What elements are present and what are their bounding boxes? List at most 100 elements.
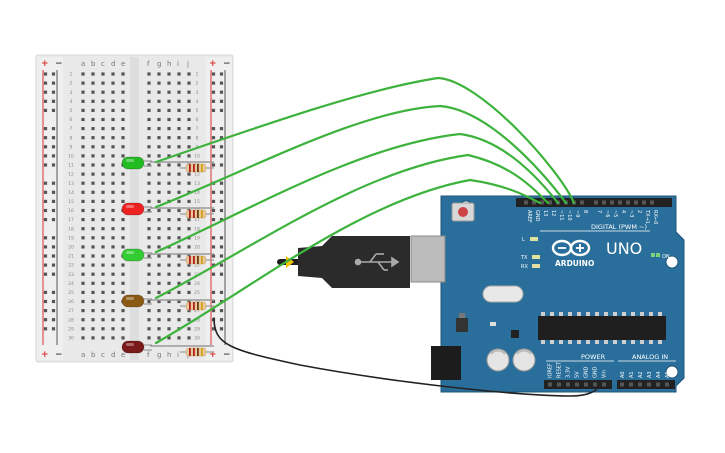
- breadboard-hole[interactable]: [111, 90, 115, 94]
- breadboard-holes[interactable]: [43, 72, 224, 340]
- breadboard-hole[interactable]: [177, 218, 181, 222]
- led-4[interactable]: [121, 294, 145, 308]
- rail-hole[interactable]: [43, 218, 48, 222]
- breadboard-hole[interactable]: [187, 72, 191, 76]
- breadboard-hole[interactable]: [111, 181, 115, 185]
- breadboard-hole[interactable]: [157, 309, 161, 313]
- rail-hole[interactable]: [211, 309, 216, 313]
- breadboard-hole[interactable]: [157, 281, 161, 285]
- breadboard-hole[interactable]: [147, 281, 151, 285]
- breadboard-hole[interactable]: [111, 218, 115, 222]
- rail-hole[interactable]: [43, 208, 48, 213]
- breadboard-hole[interactable]: [121, 72, 125, 76]
- breadboard-hole[interactable]: [81, 199, 85, 203]
- rail-hole[interactable]: [43, 263, 48, 267]
- breadboard-hole[interactable]: [111, 136, 115, 140]
- breadboard-hole[interactable]: [167, 136, 171, 140]
- breadboard-hole[interactable]: [147, 309, 151, 313]
- breadboard-hole[interactable]: [187, 127, 191, 131]
- breadboard-hole[interactable]: [121, 190, 125, 194]
- rail-hole[interactable]: [219, 154, 224, 158]
- rail-hole[interactable]: [51, 245, 56, 249]
- rail-hole[interactable]: [211, 245, 216, 249]
- breadboard-hole[interactable]: [147, 117, 151, 122]
- breadboard-hole[interactable]: [157, 72, 161, 76]
- rail-hole[interactable]: [211, 272, 216, 276]
- breadboard-hole[interactable]: [147, 227, 151, 231]
- breadboard-hole[interactable]: [147, 136, 151, 140]
- breadboard-hole[interactable]: [101, 227, 105, 231]
- breadboard-hole[interactable]: [187, 117, 191, 122]
- breadboard-hole[interactable]: [111, 199, 115, 203]
- breadboard-hole[interactable]: [91, 208, 95, 213]
- breadboard-hole[interactable]: [157, 245, 161, 249]
- breadboard-hole[interactable]: [91, 272, 95, 276]
- breadboard-hole[interactable]: [91, 290, 95, 294]
- breadboard-hole[interactable]: [157, 336, 161, 340]
- breadboard-hole[interactable]: [167, 208, 171, 213]
- breadboard-hole[interactable]: [177, 190, 181, 194]
- breadboard-hole[interactable]: [81, 163, 85, 167]
- breadboard-hole[interactable]: [81, 272, 85, 276]
- breadboard-hole[interactable]: [111, 318, 115, 322]
- rail-hole[interactable]: [219, 72, 224, 76]
- breadboard-hole[interactable]: [91, 81, 95, 85]
- breadboard-hole[interactable]: [187, 272, 191, 276]
- digital-pin-hole[interactable]: [594, 200, 598, 205]
- breadboard-hole[interactable]: [91, 108, 95, 112]
- breadboard-hole[interactable]: [91, 190, 95, 194]
- breadboard-hole[interactable]: [91, 127, 95, 131]
- breadboard-hole[interactable]: [121, 336, 125, 340]
- breadboard-hole[interactable]: [177, 290, 181, 294]
- rail-hole[interactable]: [51, 190, 56, 194]
- rail-hole[interactable]: [43, 309, 48, 313]
- power-pin-hole[interactable]: [584, 382, 588, 387]
- breadboard-hole[interactable]: [147, 99, 151, 103]
- rail-hole[interactable]: [43, 90, 48, 94]
- breadboard-hole[interactable]: [157, 318, 161, 322]
- breadboard-hole[interactable]: [167, 318, 171, 322]
- breadboard-hole[interactable]: [177, 318, 181, 322]
- rail-hole[interactable]: [43, 327, 48, 331]
- rail-hole[interactable]: [211, 263, 216, 267]
- breadboard-hole[interactable]: [101, 263, 105, 267]
- digital-pin-hole[interactable]: [524, 200, 528, 205]
- rail-hole[interactable]: [51, 218, 56, 222]
- breadboard-hole[interactable]: [91, 172, 95, 176]
- rail-hole[interactable]: [51, 81, 56, 85]
- breadboard-hole[interactable]: [91, 327, 95, 331]
- breadboard-hole[interactable]: [147, 290, 151, 294]
- breadboard-hole[interactable]: [177, 236, 181, 240]
- breadboard-hole[interactable]: [81, 299, 85, 304]
- breadboard-hole[interactable]: [81, 172, 85, 176]
- breadboard-hole[interactable]: [101, 72, 105, 76]
- breadboard-hole[interactable]: [147, 181, 151, 185]
- breadboard-hole[interactable]: [177, 154, 181, 158]
- breadboard-hole[interactable]: [147, 245, 151, 249]
- breadboard-hole[interactable]: [147, 163, 151, 167]
- rail-hole[interactable]: [219, 163, 224, 167]
- breadboard-hole[interactable]: [167, 172, 171, 176]
- breadboard-hole[interactable]: [121, 245, 125, 249]
- breadboard-hole[interactable]: [187, 81, 191, 85]
- digital-pin-hole[interactable]: [650, 200, 654, 205]
- rail-hole[interactable]: [51, 254, 56, 258]
- breadboard-hole[interactable]: [147, 336, 151, 340]
- signal-wire-3[interactable]: [154, 132, 560, 254]
- breadboard-hole[interactable]: [111, 81, 115, 85]
- rail-hole[interactable]: [51, 309, 56, 313]
- breadboard-hole[interactable]: [101, 99, 105, 103]
- breadboard-hole[interactable]: [111, 336, 115, 340]
- breadboard-hole[interactable]: [121, 272, 125, 276]
- rail-hole[interactable]: [43, 72, 48, 76]
- breadboard-hole[interactable]: [101, 81, 105, 85]
- breadboard-hole[interactable]: [157, 181, 161, 185]
- breadboard-hole[interactable]: [147, 263, 151, 267]
- rail-hole[interactable]: [211, 145, 216, 149]
- breadboard-hole[interactable]: [167, 263, 171, 267]
- rail-hole[interactable]: [219, 136, 224, 140]
- breadboard-hole[interactable]: [157, 154, 161, 158]
- signal-wire-1[interactable]: [154, 76, 576, 205]
- breadboard-hole[interactable]: [121, 81, 125, 85]
- breadboard-hole[interactable]: [147, 108, 151, 112]
